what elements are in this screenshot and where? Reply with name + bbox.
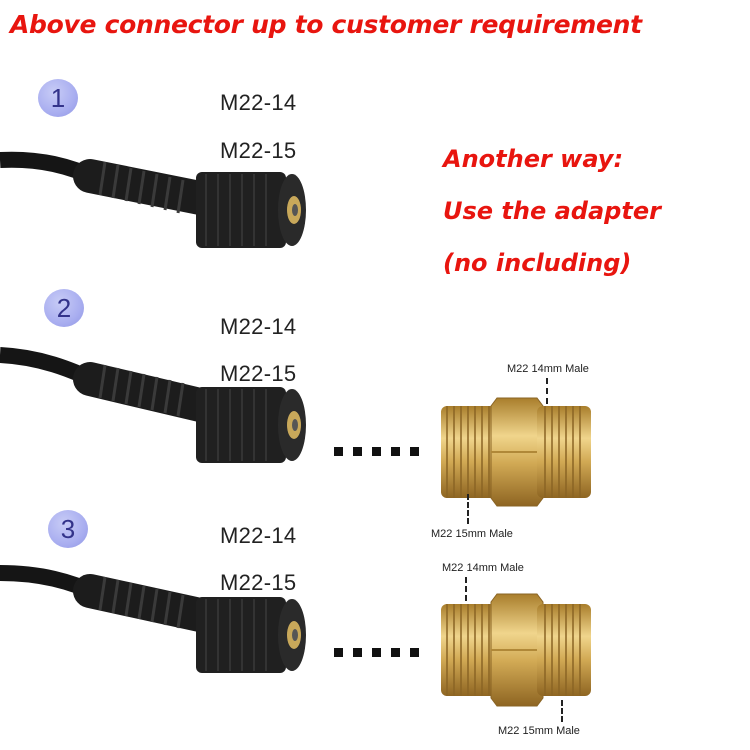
option-1-hose-icon [0, 151, 306, 248]
adapter-2-top-label: M22 14mm Male [442, 562, 524, 574]
adapter-2-bottom-pointer [561, 700, 563, 722]
option-2-thread-a: M22-14 [220, 314, 297, 339]
adapter-1-top-pointer [546, 378, 548, 404]
option-2-badge: 2 [44, 289, 84, 327]
note-line-2: Use the adapter [443, 197, 661, 225]
option-3-thread-b: M22-15 [220, 570, 297, 595]
option-2-thread-b: M22-15 [220, 361, 297, 386]
option-3-hose-icon [0, 565, 306, 673]
adapter-1-bottom-pointer [467, 494, 469, 524]
adapter-1-bottom-label: M22 15mm Male [431, 528, 513, 540]
option-1-thread-a: M22-14 [220, 90, 297, 115]
note-line-3: (no including) [443, 249, 632, 277]
option-1-badge: 1 [38, 79, 78, 117]
option-2-connector-dots [334, 447, 429, 456]
option-3-badge: 3 [48, 510, 88, 548]
note-line-1: Another way: [443, 145, 624, 173]
adapter-2-top-pointer [465, 577, 467, 601]
adapter-1-top-label: M22 14mm Male [507, 363, 589, 375]
option-3-thread-a: M22-14 [220, 523, 297, 548]
option-2-hose-icon [0, 347, 306, 463]
headline: Above connector up to customer requireme… [10, 10, 642, 39]
option-1-thread-b: M22-15 [220, 138, 297, 163]
adapter-2-bottom-label: M22 15mm Male [498, 725, 580, 737]
adapter-2-brass-icon [441, 593, 591, 707]
adapter-1-brass-icon [441, 397, 591, 507]
option-3-connector-dots [334, 648, 429, 657]
